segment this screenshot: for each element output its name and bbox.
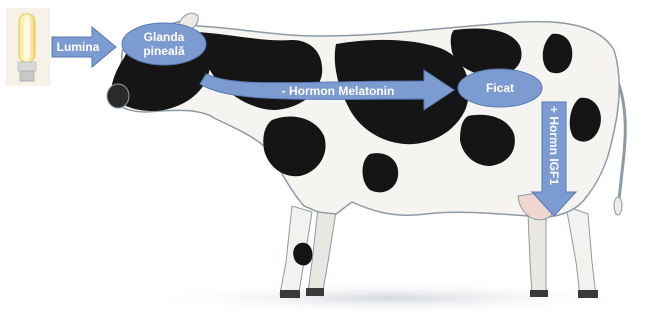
light-label: Lumina — [57, 40, 100, 54]
liver-label: Ficat — [486, 81, 514, 95]
lamp-icon — [6, 8, 50, 86]
ground-shadow — [140, 282, 640, 314]
igf1-label: + Hormn IGF1 — [547, 106, 561, 185]
pineal-label-line2: pineală — [143, 44, 185, 58]
pineal-label-line1: Glanda — [144, 30, 185, 44]
melatonin-label: - Hormon Melatonin — [282, 84, 395, 98]
light-arrow: Lumina — [52, 27, 116, 67]
pineal-gland-node: Glanda pineală — [122, 23, 206, 65]
liver-node: Ficat — [458, 69, 542, 107]
